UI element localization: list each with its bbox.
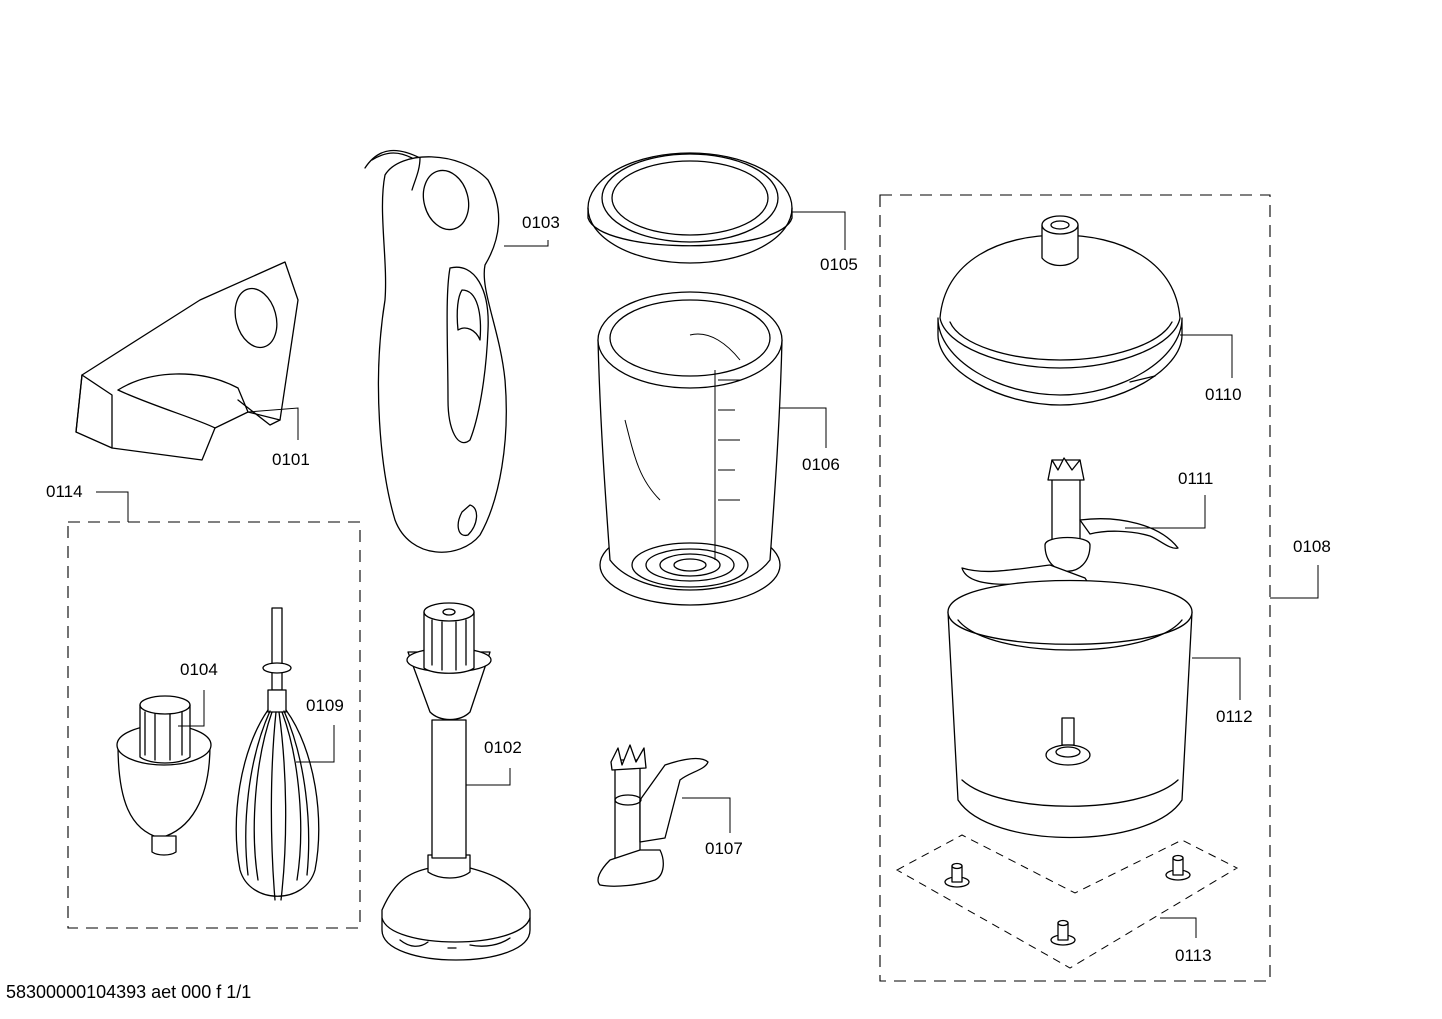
part-motor-handle bbox=[364, 149, 507, 553]
part-beaker-lid bbox=[587, 152, 793, 264]
label-0101: 0101 bbox=[272, 450, 310, 469]
label-0109: 0109 bbox=[306, 696, 344, 715]
document-reference: 58300000104393 aet 000 f 1/1 bbox=[6, 982, 251, 1002]
label-0111: 0111 bbox=[1178, 469, 1213, 488]
label-0108: 0108 bbox=[1293, 537, 1331, 556]
leader-0101 bbox=[247, 407, 299, 440]
leader-0107 bbox=[682, 797, 731, 833]
leader-0109 bbox=[296, 725, 335, 763]
group-box-0108 bbox=[879, 194, 1271, 982]
leader-0102 bbox=[466, 768, 511, 786]
label-0110: 0110 bbox=[1205, 385, 1242, 404]
leader-0112 bbox=[1192, 657, 1241, 700]
part-anti-slip-base bbox=[895, 834, 1239, 969]
leader-0104 bbox=[178, 690, 205, 727]
label-0106: 0106 bbox=[802, 455, 840, 474]
leader-0110 bbox=[1180, 334, 1233, 378]
rubber-foot bbox=[1165, 854, 1191, 881]
leader-0113 bbox=[1160, 917, 1197, 938]
label-0114: 0114 bbox=[46, 482, 83, 501]
part-blender-shaft bbox=[381, 602, 531, 961]
label-0104: 0104 bbox=[180, 660, 218, 679]
rubber-foot bbox=[944, 862, 970, 888]
part-wall-holder bbox=[75, 261, 299, 461]
part-chopper-blade bbox=[961, 457, 1179, 601]
label-0103: 0103 bbox=[522, 213, 560, 232]
part-whisk-gearbox bbox=[116, 695, 212, 856]
part-measuring-beaker bbox=[597, 291, 783, 606]
label-0105: 0105 bbox=[820, 255, 858, 274]
part-blade-insert bbox=[597, 744, 709, 887]
label-0112: 0112 bbox=[1216, 707, 1253, 726]
leader-0105 bbox=[792, 211, 846, 250]
part-chopper-lid bbox=[937, 215, 1183, 406]
part-chopper-bowl bbox=[947, 579, 1193, 839]
label-0102: 0102 bbox=[484, 738, 522, 757]
leader-0108 bbox=[1270, 565, 1319, 599]
part-whisk bbox=[235, 607, 320, 901]
leader-0114 bbox=[96, 491, 129, 522]
label-0107: 0107 bbox=[705, 839, 743, 858]
label-0113: 0113 bbox=[1175, 946, 1212, 965]
leader-0106 bbox=[780, 407, 827, 448]
leader-0111 bbox=[1125, 495, 1206, 529]
group-box-0114 bbox=[67, 521, 361, 929]
rubber-foot bbox=[1050, 919, 1076, 946]
leader-0103 bbox=[504, 240, 549, 247]
